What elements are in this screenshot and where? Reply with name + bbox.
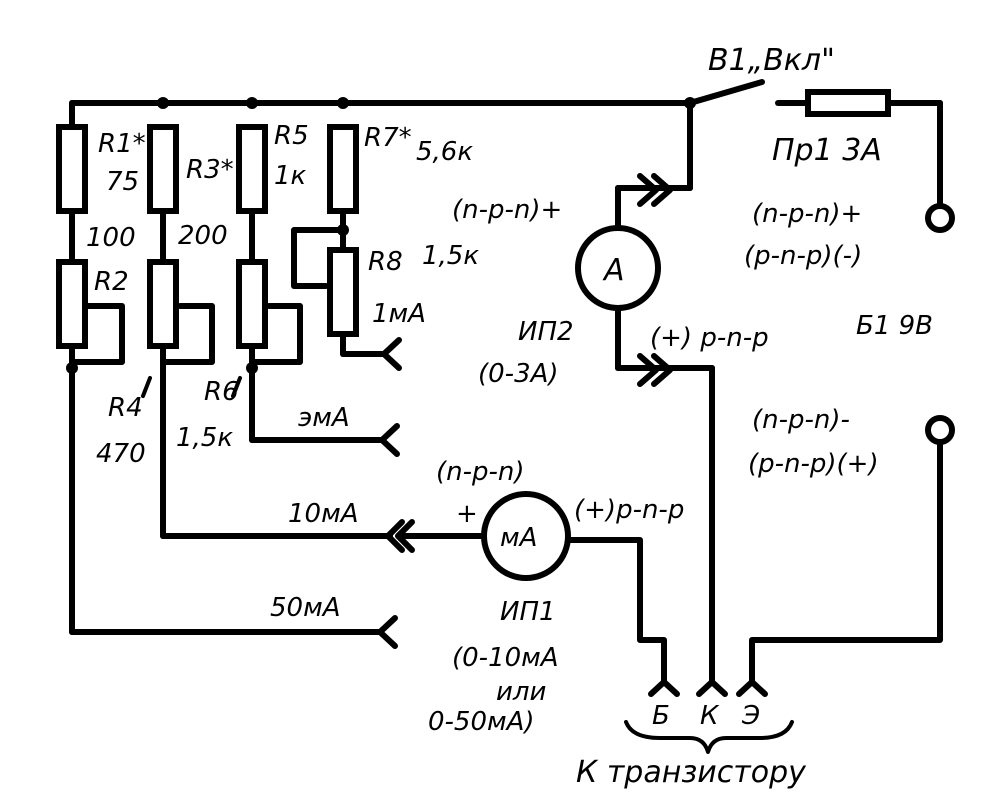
label-ammeter-symbol: A bbox=[602, 253, 625, 288]
label-switch: В1„Вкл" bbox=[708, 43, 835, 78]
label-ma-npn: (n-p-n) bbox=[436, 457, 525, 487]
label-pin-b: Б bbox=[652, 701, 670, 731]
pin-b-fork bbox=[648, 679, 680, 697]
plug-ammeter-bot-1 bbox=[637, 353, 659, 387]
wire-base bbox=[565, 537, 667, 685]
resistor-r1 bbox=[56, 100, 88, 265]
label-r8-value: 1,5к bbox=[422, 241, 479, 271]
jack-10ma bbox=[385, 519, 405, 553]
label-ma-pnp: (+)p-n-p bbox=[574, 495, 684, 525]
resistor-r4 bbox=[141, 259, 215, 539]
label-ma-range3: 0-50мА) bbox=[428, 707, 535, 737]
label-term2-npn: (n-p-n)- bbox=[752, 405, 850, 435]
label-battery: Б1 9В bbox=[856, 311, 933, 341]
jack-1ma bbox=[381, 337, 402, 371]
label-r3-value: 200 bbox=[178, 221, 228, 251]
label-r2-top: 100 bbox=[86, 223, 136, 253]
label-range-10ma: 10мА bbox=[288, 499, 358, 529]
plug-ammeter-bot-2 bbox=[651, 353, 673, 387]
label-r7-value: 5,6к bbox=[416, 137, 473, 167]
label-ammeter-npn: (n-p-n)+ bbox=[452, 195, 562, 225]
label-ma-range2: или bbox=[496, 677, 546, 707]
jack-50ma bbox=[377, 615, 398, 649]
label-r5-value: 1к bbox=[274, 161, 307, 191]
label-r1-value: 75 bbox=[106, 167, 139, 197]
resistor-r5 bbox=[236, 124, 268, 265]
label-pin-k: К bbox=[700, 701, 720, 731]
terminal-negative bbox=[925, 415, 955, 445]
label-r5-name: R5 bbox=[274, 121, 309, 151]
switch-b1 bbox=[687, 79, 765, 106]
label-ammeter-name: ИП2 bbox=[518, 317, 574, 347]
label-ma-plus: + bbox=[456, 499, 478, 529]
wire-emitter bbox=[749, 439, 943, 685]
resistor-r2 bbox=[56, 259, 125, 635]
label-range-1ma: 1мА bbox=[372, 299, 426, 329]
label-r1-name: R1* bbox=[98, 129, 146, 159]
plug-ammeter-top-2 bbox=[651, 173, 673, 207]
fuse-pr1 bbox=[775, 89, 943, 209]
label-range-50ma: 50мА bbox=[270, 593, 340, 623]
resistor-r3 bbox=[147, 124, 179, 265]
resistor-r8 bbox=[291, 227, 387, 357]
label-r6-value: 1,5к bbox=[176, 423, 233, 453]
label-r8-name: R8 bbox=[368, 247, 403, 277]
label-ammeter-range: (0-3А) bbox=[478, 359, 559, 389]
label-term2-pnp: (p-n-p)(+) bbox=[748, 449, 879, 479]
label-range-5ma: эмА bbox=[298, 403, 350, 433]
milliammeter-ip1 bbox=[481, 491, 571, 581]
label-ma-symbol: мА bbox=[500, 523, 537, 553]
label-r3-name: R3* bbox=[186, 155, 234, 185]
pin-e-fork bbox=[736, 679, 768, 697]
label-pin-e: Э bbox=[741, 701, 760, 731]
resistor-r7 bbox=[327, 124, 359, 253]
top-bus bbox=[69, 97, 696, 109]
jack-5ma bbox=[379, 423, 400, 457]
label-r6-name: R6 bbox=[204, 377, 239, 407]
label-fuse: Пр1 3А bbox=[772, 133, 882, 168]
label-ma-name: ИП1 bbox=[500, 597, 556, 627]
resistor-r6 bbox=[231, 259, 303, 443]
pin-k-fork bbox=[696, 679, 728, 697]
label-term1-npn: (n-p-n)+ bbox=[752, 199, 862, 229]
label-term1-pnp: (p-n-p)(-) bbox=[744, 241, 862, 271]
label-r4-name: R4 bbox=[108, 393, 143, 423]
plug-ammeter-top-1 bbox=[637, 173, 659, 207]
label-r4-value: 470 bbox=[96, 439, 146, 469]
label-ammeter-pnp: (+) p-n-p bbox=[650, 323, 769, 353]
label-to-transistor: К транзистору bbox=[576, 755, 807, 790]
transistor-brace bbox=[624, 720, 794, 754]
terminal-positive bbox=[925, 203, 955, 233]
label-r7-name: R7* bbox=[364, 123, 412, 153]
label-ma-range1: (0-10мА bbox=[452, 643, 559, 673]
label-r2-name: R2 bbox=[94, 267, 129, 297]
